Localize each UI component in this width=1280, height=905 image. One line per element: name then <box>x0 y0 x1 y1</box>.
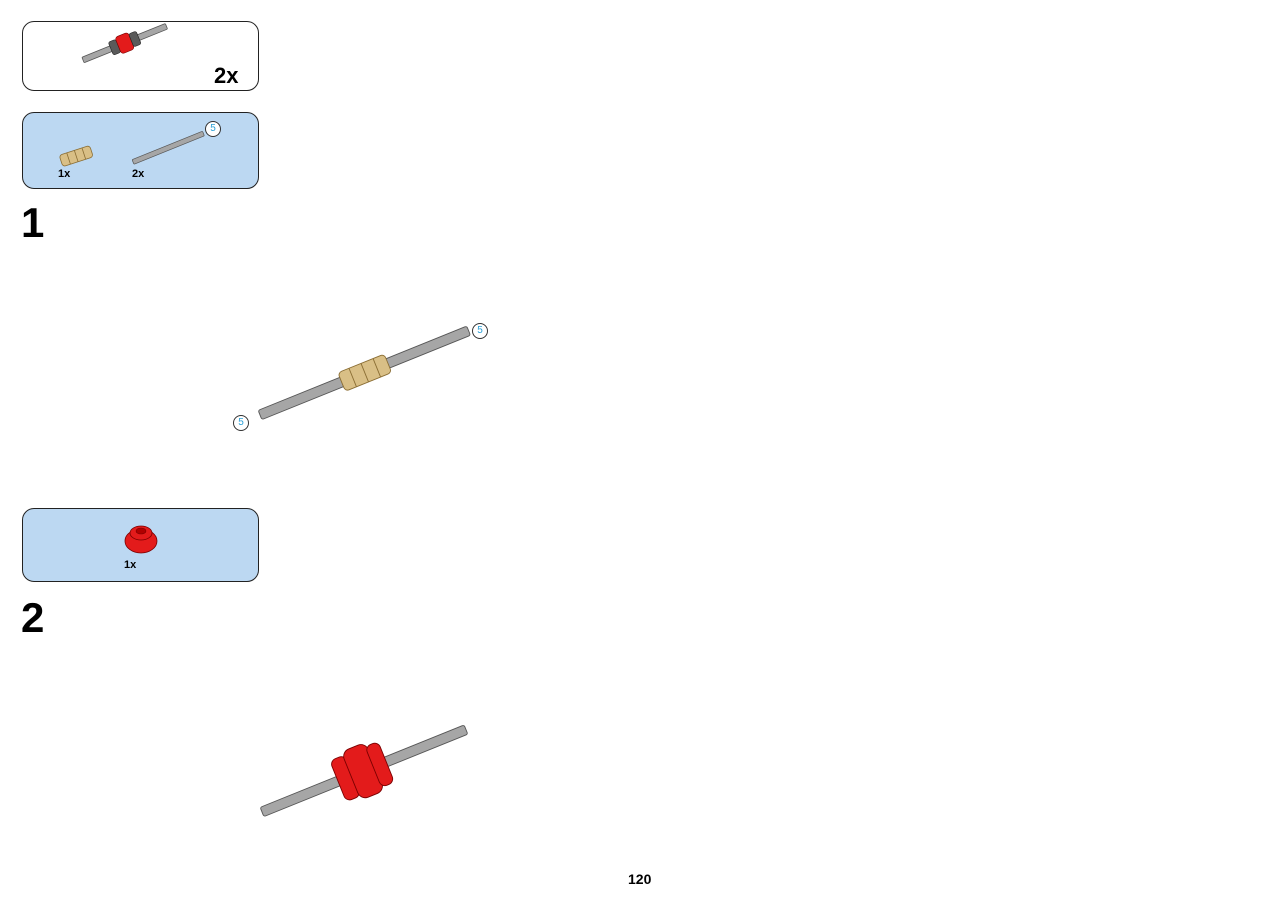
step1-parts-list: 1x 2x 5 <box>22 112 259 189</box>
part-qty: 1x <box>124 559 137 571</box>
axle-length-callout: 5 <box>472 323 488 339</box>
step2-parts-list: 1x <box>22 508 259 582</box>
submodel-axle-assembly-icon <box>81 23 168 63</box>
part-qty: 2x <box>132 168 145 180</box>
submodel-multiplier: 2x <box>214 63 239 88</box>
gray-axle-5-icon <box>132 131 205 165</box>
tan-axle-connector-icon <box>59 145 93 167</box>
page-number: 120 <box>628 871 652 887</box>
step-number: 1 <box>21 199 45 246</box>
step1-assembly-illustration <box>258 326 471 420</box>
submodel-callout-box: 2x <box>22 21 259 91</box>
axle-length-badge: 5 <box>205 121 221 137</box>
red-bush-icon <box>124 525 158 554</box>
axle-length-callout: 5 <box>233 415 249 431</box>
step-number: 2 <box>21 594 45 641</box>
part-qty: 1x <box>58 168 71 180</box>
step2-assembly-illustration <box>260 725 468 817</box>
